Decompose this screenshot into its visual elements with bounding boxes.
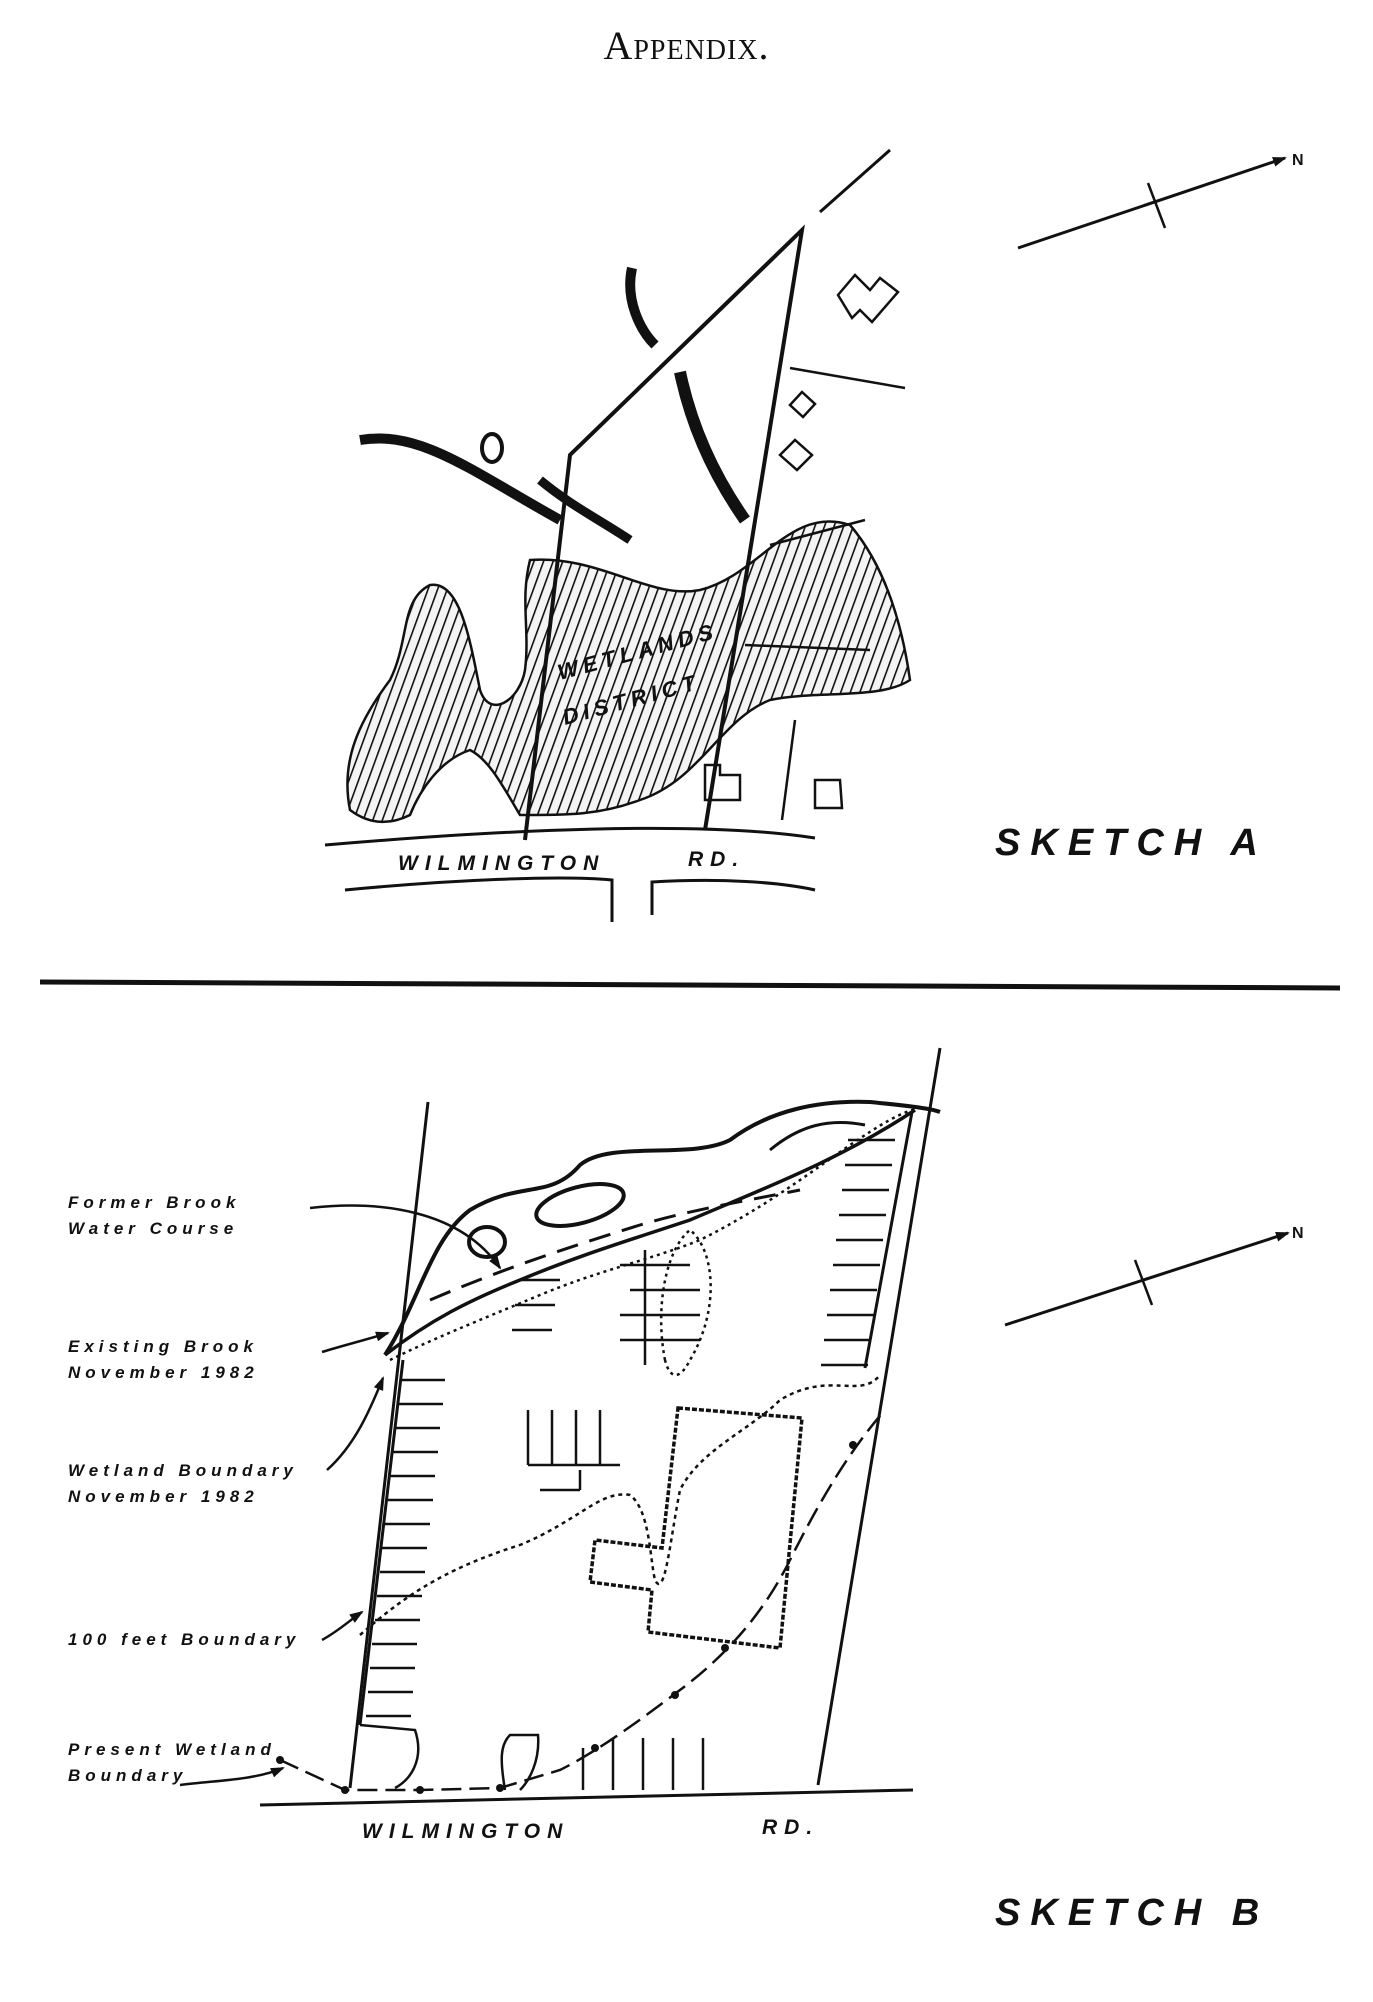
brook-finger-4	[674, 370, 750, 524]
leader-wetland-boundary	[326, 1376, 385, 1471]
parking-stalls-mid-left	[512, 1278, 560, 1332]
road-b-name: WILMINGTON	[362, 1820, 569, 1843]
road-a-name: WILMINGTON	[398, 852, 605, 875]
house-1	[836, 273, 900, 324]
parking-stalls-lower	[526, 1410, 620, 1492]
pond-b-1	[534, 1182, 626, 1228]
former-brook-inner	[769, 1120, 866, 1152]
label-existing-brook-line1: Existing Brook	[68, 1337, 258, 1356]
former-water-course	[429, 1188, 801, 1302]
house-2	[788, 390, 817, 419]
parking-end-left	[359, 1723, 420, 1790]
parking-aisle-left	[358, 1359, 405, 1726]
label-existing-brook-line2: November 1982	[68, 1363, 259, 1382]
label-former-brook-line1: Former Brook	[68, 1193, 240, 1212]
parking-aisle-right	[863, 1111, 914, 1369]
label-wetland-boundary-line1: Wetland Boundary	[68, 1461, 298, 1480]
label-former-brook-line2: Water Course	[68, 1219, 238, 1238]
sketch-b	[179, 1047, 1290, 1807]
house-4	[703, 763, 742, 802]
pond-b-2	[467, 1225, 507, 1259]
leader-former-brook	[309, 1204, 502, 1270]
hundred-feet-boundary	[359, 1374, 881, 1636]
former-brook-outline	[383, 1099, 941, 1357]
north-arrow-a	[1017, 156, 1287, 250]
parking-end-bottom	[500, 1733, 540, 1791]
wetlands-district-area	[346, 520, 912, 824]
parking-stalls-left	[366, 1378, 445, 1718]
road-b-suffix: RD.	[762, 1816, 819, 1839]
building-outline	[588, 1406, 804, 1650]
sketch-a	[324, 148, 1287, 922]
page-title: Appendix.	[603, 23, 770, 68]
house-3	[778, 438, 814, 472]
parking-stalls-bottom	[581, 1738, 705, 1790]
label-wetland-boundary-line2: November 1982	[68, 1487, 259, 1506]
brook-finger-2	[537, 476, 633, 544]
pond-a	[480, 432, 504, 464]
lot-line-extension	[819, 148, 891, 214]
leader-existing-brook	[321, 1331, 390, 1354]
leader-present-wetland	[179, 1766, 285, 1787]
road-a-suffix: RD.	[688, 848, 745, 871]
prop-line-1	[789, 366, 906, 390]
leader-100-feet	[321, 1610, 364, 1642]
prop-line-2	[769, 518, 866, 547]
present-wetland-boundary-dots	[276, 1441, 857, 1794]
road-a-south-edge-left	[344, 876, 614, 922]
brook-finger-3	[625, 266, 659, 349]
label-leaders	[179, 1204, 502, 1787]
road-b	[259, 1788, 914, 1807]
sketch-b-legend: Former Brook Water Course Existing Brook…	[68, 1193, 300, 1785]
parking-stalls-middle	[620, 1250, 700, 1365]
brook-finger-1	[359, 433, 563, 525]
road-a-north-edge	[324, 826, 816, 847]
label-present-wetland-line2: Boundary	[68, 1766, 187, 1785]
road-a-south-edge-right	[650, 878, 816, 915]
section-divider	[39, 979, 1341, 991]
lot-boundary-a	[523, 224, 805, 841]
north-arrow-b	[1004, 1231, 1290, 1327]
north-label-a: N	[1292, 152, 1304, 169]
wetland-lobe	[659, 1228, 712, 1377]
label-100-feet-boundary: 100 feet Boundary	[68, 1630, 300, 1649]
houses-a	[703, 273, 900, 810]
north-label-b: N	[1292, 1225, 1304, 1242]
lot-line-b-left	[348, 1101, 430, 1789]
parking-stalls-right	[821, 1138, 895, 1367]
prop-line-3	[744, 643, 871, 652]
sketch-a-caption: SKETCH A	[995, 822, 1268, 864]
existing-brook	[383, 1108, 916, 1357]
prop-line-4	[780, 719, 797, 821]
sketch-b-caption: SKETCH B	[995, 1892, 1269, 1934]
house-5	[813, 778, 844, 810]
label-present-wetland-line1: Present Wetland	[68, 1740, 276, 1759]
